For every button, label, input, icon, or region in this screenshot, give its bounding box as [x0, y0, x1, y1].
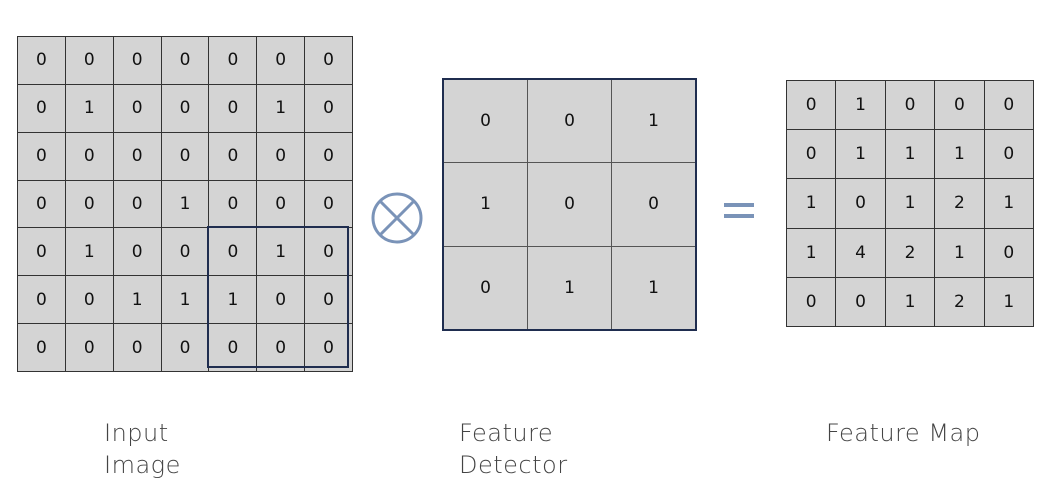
grid-cell: 0 [528, 80, 611, 163]
grid-cell: 0 [18, 37, 65, 84]
grid-cell: 0 [209, 37, 257, 84]
grid-cell: 0 [113, 37, 161, 84]
grid-cell: 0 [65, 324, 113, 371]
grid-cell: 0 [984, 130, 1033, 179]
grid-cell: 0 [18, 276, 65, 324]
grid-cell: 0 [257, 180, 305, 228]
grid-cell: 0 [257, 324, 305, 371]
grid-cell: 0 [113, 84, 161, 132]
grid-cell: 0 [305, 324, 352, 371]
grid-cell: 0 [65, 37, 113, 84]
grid-cell: 0 [984, 81, 1033, 130]
grid-cell: 0 [209, 228, 257, 276]
grid-cell: 0 [787, 81, 836, 130]
grid-cell: 0 [305, 37, 352, 84]
grid-cell: 1 [528, 246, 611, 329]
grid-cell: 1 [935, 130, 984, 179]
grid-cell: 0 [161, 84, 209, 132]
grid-cell: 0 [257, 276, 305, 324]
caption-line: Feature Map [826, 419, 981, 447]
grid-cell: 0 [113, 324, 161, 371]
grid-cell: 0 [161, 324, 209, 371]
grid-cell: 1 [984, 179, 1033, 228]
grid-cell: 0 [305, 180, 352, 228]
grid-cell: 0 [444, 80, 527, 163]
grid-cell: 1 [161, 180, 209, 228]
grid-cell: 0 [209, 84, 257, 132]
grid-cell: 0 [305, 276, 352, 324]
grid-cell: 1 [885, 130, 935, 179]
grid-cell: 0 [113, 180, 161, 228]
input-image-caption: Input Image [104, 417, 181, 481]
grid-cell: 0 [787, 130, 836, 179]
grid-cell: 1 [65, 228, 113, 276]
grid-cell: 1 [65, 84, 113, 132]
grid-cell: 0 [984, 228, 1033, 277]
grid-cell: 0 [209, 132, 257, 180]
grid-cell: 0 [305, 132, 352, 180]
convolution-operator-icon [371, 192, 423, 244]
grid-cell: 0 [305, 84, 352, 132]
grid-cell: 1 [113, 276, 161, 324]
grid-cell: 0 [787, 277, 836, 326]
grid-cell: 1 [787, 228, 836, 277]
grid-cell: 0 [257, 37, 305, 84]
grid-cell: 0 [161, 132, 209, 180]
grid-cell: 0 [65, 132, 113, 180]
grid-cell: 1 [836, 130, 885, 179]
grid-cell: 4 [836, 228, 885, 277]
grid-cell: 1 [935, 228, 984, 277]
grid-cell: 0 [18, 324, 65, 371]
grid-cell: 0 [209, 324, 257, 371]
grid-cell: 0 [444, 246, 527, 329]
grid-cell: 0 [836, 179, 885, 228]
grid-cell: 1 [787, 179, 836, 228]
grid-cell: 0 [935, 81, 984, 130]
grid-cell: 0 [836, 277, 885, 326]
grid-cell: 1 [444, 163, 527, 246]
grid-cell: 1 [209, 276, 257, 324]
grid-cell: 1 [885, 179, 935, 228]
grid-cell: 0 [18, 228, 65, 276]
grid-cell: 1 [257, 84, 305, 132]
grid-cell: 2 [935, 277, 984, 326]
feature-map-caption: Feature Map [826, 417, 980, 449]
grid-cell: 1 [612, 80, 695, 163]
caption-line: Detector [459, 451, 568, 479]
grid-cell: 1 [612, 246, 695, 329]
grid-cell: 0 [305, 228, 352, 276]
grid-cell: 0 [18, 132, 65, 180]
grid-cell: 0 [161, 37, 209, 84]
grid-cell: 2 [935, 179, 984, 228]
grid-cell: 0 [113, 132, 161, 180]
grid-cell: 0 [257, 132, 305, 180]
grid-cell: 0 [65, 180, 113, 228]
grid-cell: 0 [885, 81, 935, 130]
grid-cell: 1 [885, 277, 935, 326]
grid-cell: 2 [885, 228, 935, 277]
grid-cell: 1 [257, 228, 305, 276]
grid-cell: 0 [612, 163, 695, 246]
grid-cell: 0 [18, 84, 65, 132]
grid-cell: 0 [65, 276, 113, 324]
caption-line: Image [104, 451, 181, 479]
grid-cell: 0 [113, 228, 161, 276]
caption-line: Feature [459, 419, 554, 447]
grid-cell: 0 [18, 180, 65, 228]
grid-cell: 0 [209, 180, 257, 228]
grid-cell: 0 [528, 163, 611, 246]
equals-sign-icon [724, 203, 754, 218]
grid-cell: 1 [836, 81, 885, 130]
grid-cell: 1 [984, 277, 1033, 326]
grid-cell: 0 [161, 228, 209, 276]
grid-cell: 1 [161, 276, 209, 324]
feature-detector-caption: Feature Detector [459, 417, 568, 481]
caption-line: Input [104, 419, 169, 447]
